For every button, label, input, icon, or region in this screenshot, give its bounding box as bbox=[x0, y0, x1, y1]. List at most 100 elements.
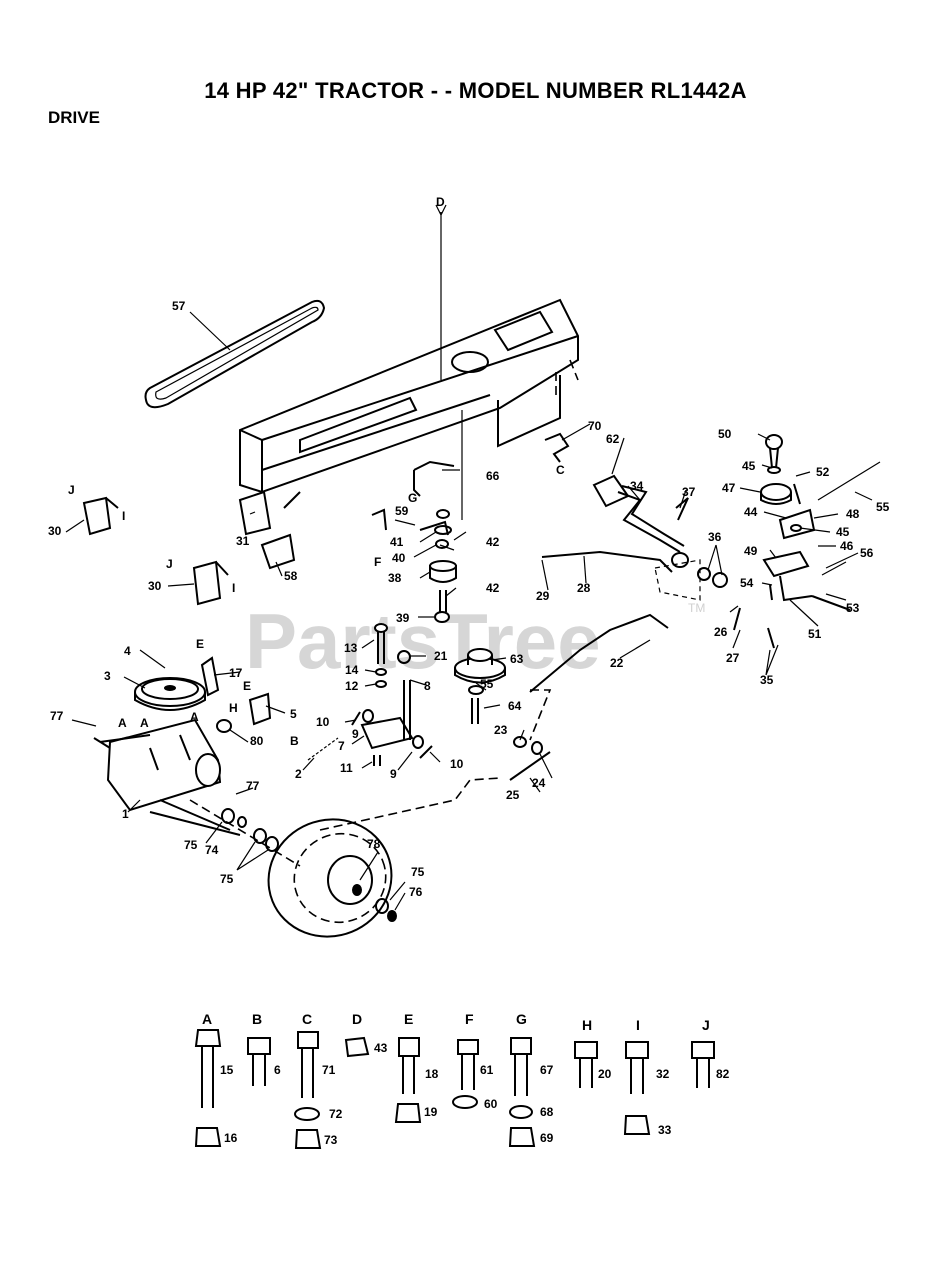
callout-64[interactable]: 64 bbox=[508, 699, 522, 713]
hw-bolt-h[interactable]: 20 bbox=[598, 1067, 612, 1081]
hw-bolt-shank-g[interactable] bbox=[514, 1054, 528, 1096]
callout-75b[interactable]: 75 bbox=[220, 872, 234, 886]
hw-bolt-shank-a[interactable] bbox=[201, 1046, 214, 1108]
tractor-frame[interactable] bbox=[239, 298, 579, 509]
callout-29[interactable]: 29 bbox=[536, 589, 550, 603]
hw-bolt-a[interactable]: 15 bbox=[220, 1063, 234, 1077]
hw-bolt-shank-c[interactable] bbox=[301, 1048, 314, 1098]
callout-50[interactable]: 50 bbox=[718, 427, 732, 441]
hw-bolt-shank-j[interactable] bbox=[696, 1058, 710, 1088]
washer-24[interactable] bbox=[531, 741, 543, 755]
callout-31[interactable]: 31 bbox=[236, 534, 250, 548]
hw-bolt-shank-h[interactable] bbox=[579, 1058, 593, 1088]
hw-bolt-head-c[interactable] bbox=[297, 1031, 319, 1049]
drive-belt[interactable] bbox=[144, 299, 326, 409]
callout-5[interactable]: 5 bbox=[290, 707, 297, 721]
hw-nut-g-label[interactable]: 69 bbox=[540, 1131, 554, 1145]
bracket-30-lower[interactable] bbox=[192, 560, 229, 606]
callout-38[interactable]: 38 bbox=[388, 571, 402, 585]
callout-76[interactable]: 76 bbox=[409, 885, 423, 899]
bracket-44[interactable] bbox=[778, 508, 816, 540]
callout-59[interactable]: 59 bbox=[395, 504, 409, 518]
callout-11[interactable]: 11 bbox=[340, 761, 353, 775]
hw-bolt-i[interactable]: 32 bbox=[656, 1067, 670, 1081]
callout-30a[interactable]: 30 bbox=[48, 524, 62, 538]
transaxle[interactable] bbox=[93, 718, 241, 836]
hw-bolt-head-e[interactable] bbox=[398, 1037, 420, 1057]
rod-53[interactable] bbox=[779, 575, 851, 611]
hw-bolt-shank-f[interactable] bbox=[461, 1054, 475, 1090]
hw-nut-c[interactable] bbox=[294, 1129, 322, 1149]
callout-14[interactable]: 14 bbox=[345, 663, 359, 677]
hw-bolt-f[interactable]: 61 bbox=[480, 1063, 494, 1077]
callout-35[interactable]: 35 bbox=[760, 673, 774, 687]
callout-52[interactable]: 52 bbox=[816, 465, 830, 479]
callout-12[interactable]: 12 bbox=[345, 679, 359, 693]
bracket-5[interactable] bbox=[248, 692, 272, 726]
bracket-70[interactable] bbox=[544, 432, 570, 463]
callout-40[interactable]: 40 bbox=[392, 551, 406, 565]
rear-wheel[interactable] bbox=[251, 801, 409, 955]
bracket-58[interactable] bbox=[260, 533, 296, 570]
callout-57[interactable]: 57 bbox=[172, 299, 186, 313]
hw-bolt-head-g[interactable] bbox=[510, 1037, 532, 1055]
washer-45b[interactable] bbox=[790, 524, 802, 532]
callout-17[interactable]: 17 bbox=[229, 666, 243, 680]
callout-55a[interactable]: 55 bbox=[480, 677, 494, 691]
bracket-30-upper[interactable] bbox=[82, 496, 119, 536]
callout-27[interactable]: 27 bbox=[726, 651, 740, 665]
callout-48[interactable]: 48 bbox=[846, 507, 860, 521]
hw-bolt-head-h[interactable] bbox=[574, 1041, 598, 1059]
callout-3[interactable]: 3 bbox=[104, 669, 111, 683]
callout-45a[interactable]: 45 bbox=[742, 459, 756, 473]
hw-bolt-shank-b[interactable] bbox=[252, 1054, 266, 1086]
hw-bolt-shank-e[interactable] bbox=[402, 1056, 415, 1094]
callout-30b[interactable]: 30 bbox=[148, 579, 162, 593]
hw-bolt-head-f[interactable] bbox=[457, 1039, 479, 1055]
hw-washer-g[interactable] bbox=[509, 1105, 533, 1119]
hw-bolt-b[interactable]: 6 bbox=[274, 1063, 281, 1077]
callout-10a[interactable]: 10 bbox=[316, 715, 330, 729]
hw-nut-i-label[interactable]: 33 bbox=[658, 1123, 672, 1137]
callout-42b[interactable]: 42 bbox=[486, 581, 500, 595]
callout-13[interactable]: 13 bbox=[344, 641, 358, 655]
hw-bolt-e[interactable]: 18 bbox=[425, 1067, 439, 1081]
hw-bolt-shank-i[interactable] bbox=[630, 1058, 644, 1094]
clip-21[interactable] bbox=[397, 650, 411, 664]
hw-nut-i[interactable] bbox=[623, 1115, 651, 1135]
callout-46[interactable]: 46 bbox=[840, 539, 854, 553]
callout-49[interactable]: 49 bbox=[744, 544, 758, 558]
hw-nut-d-label[interactable]: 43 bbox=[374, 1041, 388, 1055]
bracket-31[interactable] bbox=[238, 490, 272, 536]
callout-21[interactable]: 21 bbox=[434, 649, 448, 663]
callout-22[interactable]: 22 bbox=[610, 656, 624, 670]
callout-1[interactable]: 1 bbox=[122, 807, 129, 821]
callout-54[interactable]: 54 bbox=[740, 576, 754, 590]
callout-78[interactable]: 78 bbox=[367, 837, 381, 851]
part-37[interactable] bbox=[675, 497, 689, 521]
hw-washer-c[interactable] bbox=[294, 1107, 320, 1121]
callout-10b[interactable]: 10 bbox=[450, 757, 464, 771]
callout-41[interactable]: 41 bbox=[390, 535, 404, 549]
callout-8[interactable]: 8 bbox=[424, 679, 431, 693]
callout-80[interactable]: 80 bbox=[250, 734, 264, 748]
callout-51[interactable]: 51 bbox=[808, 627, 822, 641]
engine-pulley[interactable] bbox=[454, 648, 506, 724]
callout-75c[interactable]: 75 bbox=[411, 865, 425, 879]
axle-washers[interactable] bbox=[221, 808, 397, 922]
spring-2[interactable] bbox=[307, 737, 339, 761]
callout-77b[interactable]: 77 bbox=[246, 779, 260, 793]
callout-58[interactable]: 58 bbox=[284, 569, 298, 583]
hw-bolt-head-a[interactable] bbox=[194, 1029, 222, 1047]
callout-26[interactable]: 26 bbox=[714, 625, 728, 639]
callout-4[interactable]: 4 bbox=[124, 644, 131, 658]
hw-washer-f-label[interactable]: 60 bbox=[484, 1097, 498, 1111]
callout-34[interactable]: 34 bbox=[630, 479, 644, 493]
callout-53[interactable]: 53 bbox=[846, 601, 860, 615]
idler-arm[interactable] bbox=[360, 623, 424, 766]
rod-55-56[interactable] bbox=[817, 461, 881, 576]
callout-37[interactable]: 37 bbox=[682, 485, 696, 499]
callout-25[interactable]: 25 bbox=[506, 788, 520, 802]
callout-24[interactable]: 24 bbox=[532, 776, 546, 790]
hw-bolt-head-i[interactable] bbox=[625, 1041, 649, 1059]
